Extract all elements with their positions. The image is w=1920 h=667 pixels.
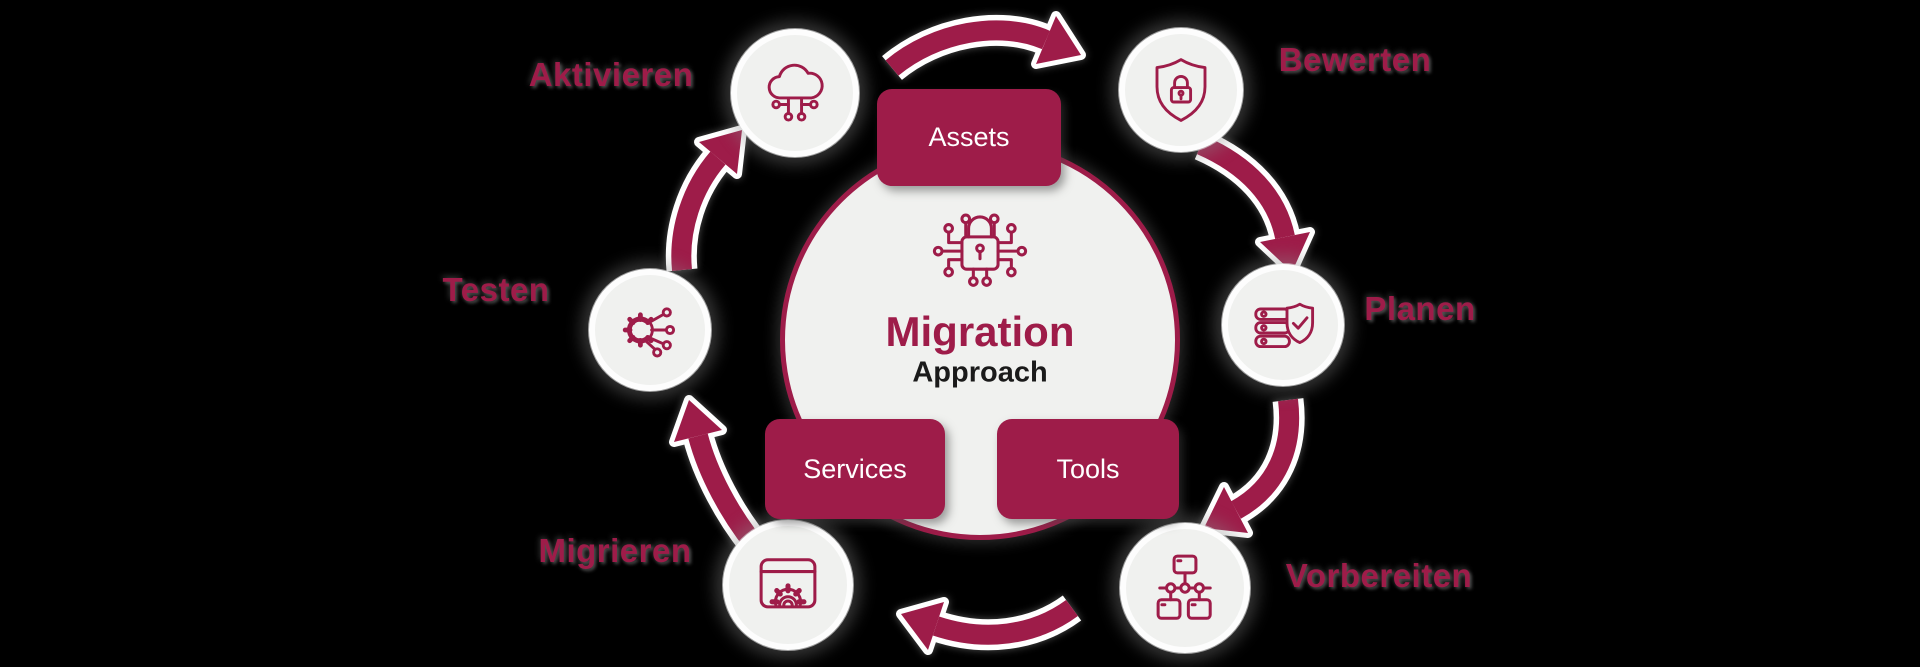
services-box-label: Services	[803, 453, 907, 484]
stage-label-planen: Planen	[1364, 290, 1476, 327]
stage-label-vorbereiten: Vorbereiten	[1285, 557, 1473, 594]
sitemap-boxes-icon	[1156, 554, 1212, 620]
stage-label-aktivieren: Aktivieren	[528, 56, 694, 93]
tools-box: Tools	[997, 419, 1179, 519]
stage-node-testen	[589, 269, 711, 391]
stage-label-migrieren: Migrieren	[538, 532, 692, 569]
assets-box-label: Assets	[928, 122, 1010, 152]
stage-label-bewerten: Bewerten	[1278, 41, 1432, 78]
services-box: Services	[765, 419, 945, 519]
diagram-title: Migration	[885, 308, 1075, 355]
arrow-planen-to-vorbereiten	[1199, 398, 1305, 538]
arrow-aktivieren-to-bewerten	[882, 11, 1086, 81]
server-shield-check-icon	[1254, 302, 1315, 349]
arrow-testen-to-aktivieren	[665, 125, 747, 272]
arrow-vorbereiten-to-migrieren	[896, 595, 1082, 655]
stage-node-bewerten	[1119, 28, 1243, 152]
arrow-migrieren-to-testen	[669, 395, 767, 554]
stage-label-testen: Testen	[442, 271, 550, 308]
circuit-lock-icon	[932, 213, 1028, 287]
arrow-bewerten-to-planen	[1194, 130, 1315, 277]
browser-gear-icon	[759, 558, 817, 609]
diagram-subtitle: Approach	[912, 356, 1048, 389]
stage-node-vorbereiten	[1120, 523, 1250, 653]
assets-box: Assets	[877, 89, 1061, 186]
stage-node-planen	[1222, 264, 1344, 386]
tools-box-label: Tools	[1056, 453, 1120, 484]
cloud-network-icon	[767, 63, 824, 122]
gear-circuit-icon	[622, 307, 676, 358]
shield-lock-icon	[1155, 58, 1207, 122]
stage-node-aktivieren	[731, 29, 859, 157]
stage-node-migrieren	[723, 520, 853, 650]
